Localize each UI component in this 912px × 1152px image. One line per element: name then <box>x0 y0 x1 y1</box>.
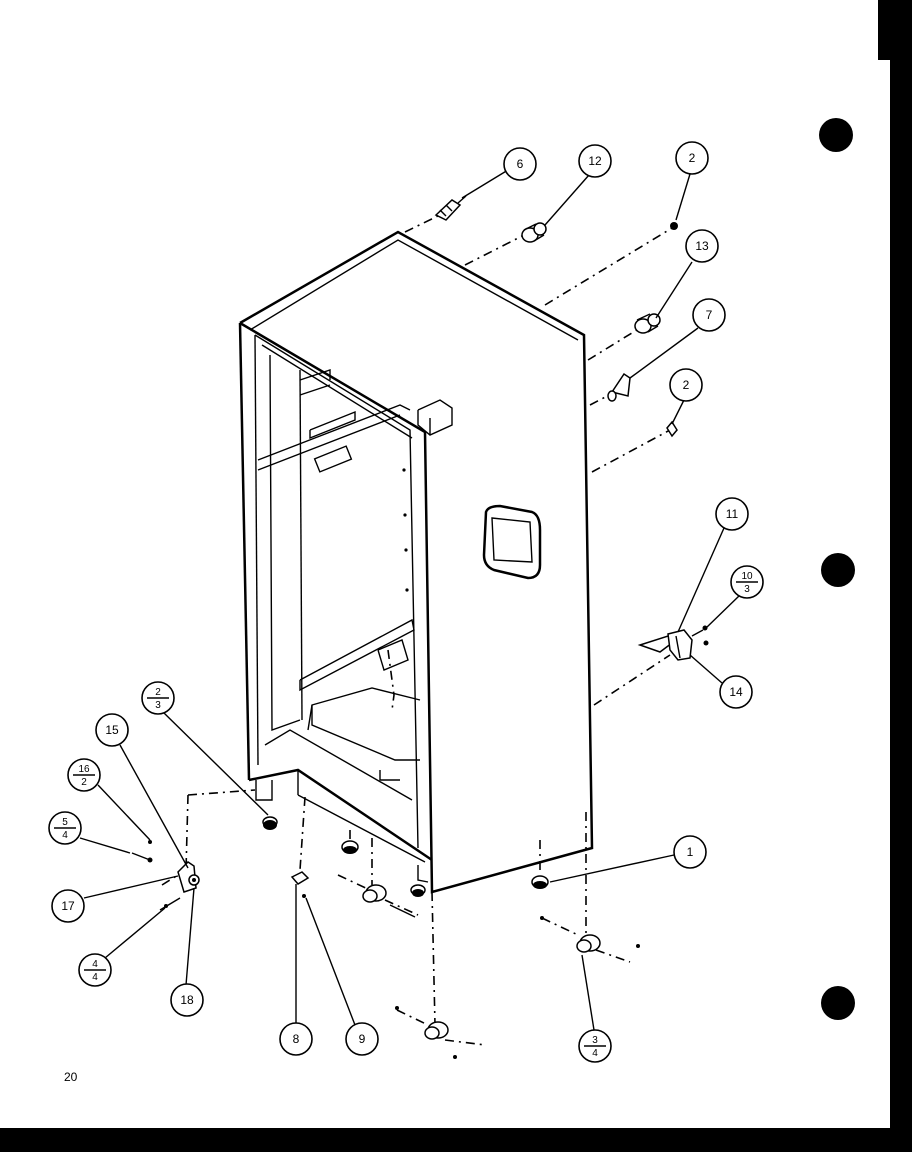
leader-lines <box>161 214 673 1046</box>
callout-8: 8 <box>279 1022 313 1056</box>
part-2-screw-top <box>670 222 678 230</box>
part-glide-front <box>410 884 426 897</box>
part-1-glide <box>531 875 549 889</box>
callout-12: 12 <box>578 144 612 178</box>
svg-text:16: 16 <box>78 764 90 775</box>
callouts: 6 12 2 13 7 2 11 10 3 <box>48 141 764 1063</box>
svg-text:13: 13 <box>695 239 709 253</box>
svg-text:2: 2 <box>689 151 696 165</box>
callout-15: 15 <box>95 713 129 747</box>
svg-text:17: 17 <box>61 899 75 913</box>
part-roller-bottom <box>395 1006 457 1059</box>
part-2-screw-middle <box>666 420 678 438</box>
svg-text:2: 2 <box>683 378 690 392</box>
part-11-hinge <box>637 625 709 661</box>
part-9-screw <box>302 894 306 898</box>
page-number: 20 <box>64 1070 78 1084</box>
callout-2-middle: 2 <box>669 368 703 402</box>
svg-text:3: 3 <box>744 584 750 595</box>
binder-hole-middle <box>821 553 855 587</box>
svg-text:4: 4 <box>592 1048 598 1059</box>
callout-5-4: 5 4 <box>48 811 82 845</box>
callout-16-2: 16 2 <box>67 758 101 792</box>
svg-text:12: 12 <box>588 154 602 168</box>
part-15-hinge <box>177 861 200 893</box>
callout-10-3: 10 3 <box>730 565 764 599</box>
svg-text:9: 9 <box>359 1032 366 1046</box>
svg-text:18: 18 <box>180 993 194 1007</box>
part-5-4-screw <box>131 852 153 863</box>
callout-11: 11 <box>715 497 749 531</box>
binder-hole-bottom <box>821 986 855 1020</box>
callout-7: 7 <box>692 298 726 332</box>
part-2-3-glide <box>262 816 278 830</box>
part-roller-center <box>362 884 416 918</box>
callout-leaders <box>79 169 741 1031</box>
svg-text:4: 4 <box>62 830 68 841</box>
svg-text:7: 7 <box>706 308 713 322</box>
svg-text:11: 11 <box>726 507 739 521</box>
callout-1: 1 <box>673 835 707 869</box>
svg-text:1: 1 <box>687 845 694 859</box>
binder-hole-top <box>819 118 853 152</box>
part-7-bracket <box>607 372 631 402</box>
callout-14: 14 <box>719 675 753 709</box>
part-center-glide <box>341 840 359 854</box>
callout-9: 9 <box>345 1022 379 1056</box>
svg-text:5: 5 <box>62 817 68 828</box>
callout-2-3: 2 3 <box>141 681 175 715</box>
callout-17: 17 <box>51 889 85 923</box>
hardware-parts <box>131 195 709 1059</box>
part-6-shaft <box>434 195 467 221</box>
svg-text:6: 6 <box>517 157 524 171</box>
callout-6: 6 <box>503 147 537 181</box>
svg-text:3: 3 <box>592 1035 598 1046</box>
part-13-bushing <box>634 313 661 334</box>
svg-text:10: 10 <box>741 571 753 582</box>
part-12-bushing <box>521 222 547 243</box>
svg-text:2: 2 <box>155 687 161 698</box>
part-4-4-screw <box>159 897 181 911</box>
part-16-2-screw <box>148 840 152 844</box>
svg-text:4: 4 <box>92 972 98 983</box>
svg-text:3: 3 <box>155 700 161 711</box>
cabinet-shell <box>238 230 594 894</box>
callout-4-4: 4 4 <box>78 953 112 987</box>
callout-2-top: 2 <box>675 141 709 175</box>
callout-18: 18 <box>170 983 204 1017</box>
svg-text:15: 15 <box>105 723 119 737</box>
svg-text:2: 2 <box>81 777 87 788</box>
svg-text:8: 8 <box>293 1032 300 1046</box>
svg-text:14: 14 <box>729 685 743 699</box>
callout-3-4: 3 4 <box>578 1029 612 1063</box>
svg-text:4: 4 <box>92 959 98 970</box>
callout-13: 13 <box>685 229 719 263</box>
part-8-bracket <box>290 871 310 885</box>
part-3-4-roller <box>540 916 640 953</box>
